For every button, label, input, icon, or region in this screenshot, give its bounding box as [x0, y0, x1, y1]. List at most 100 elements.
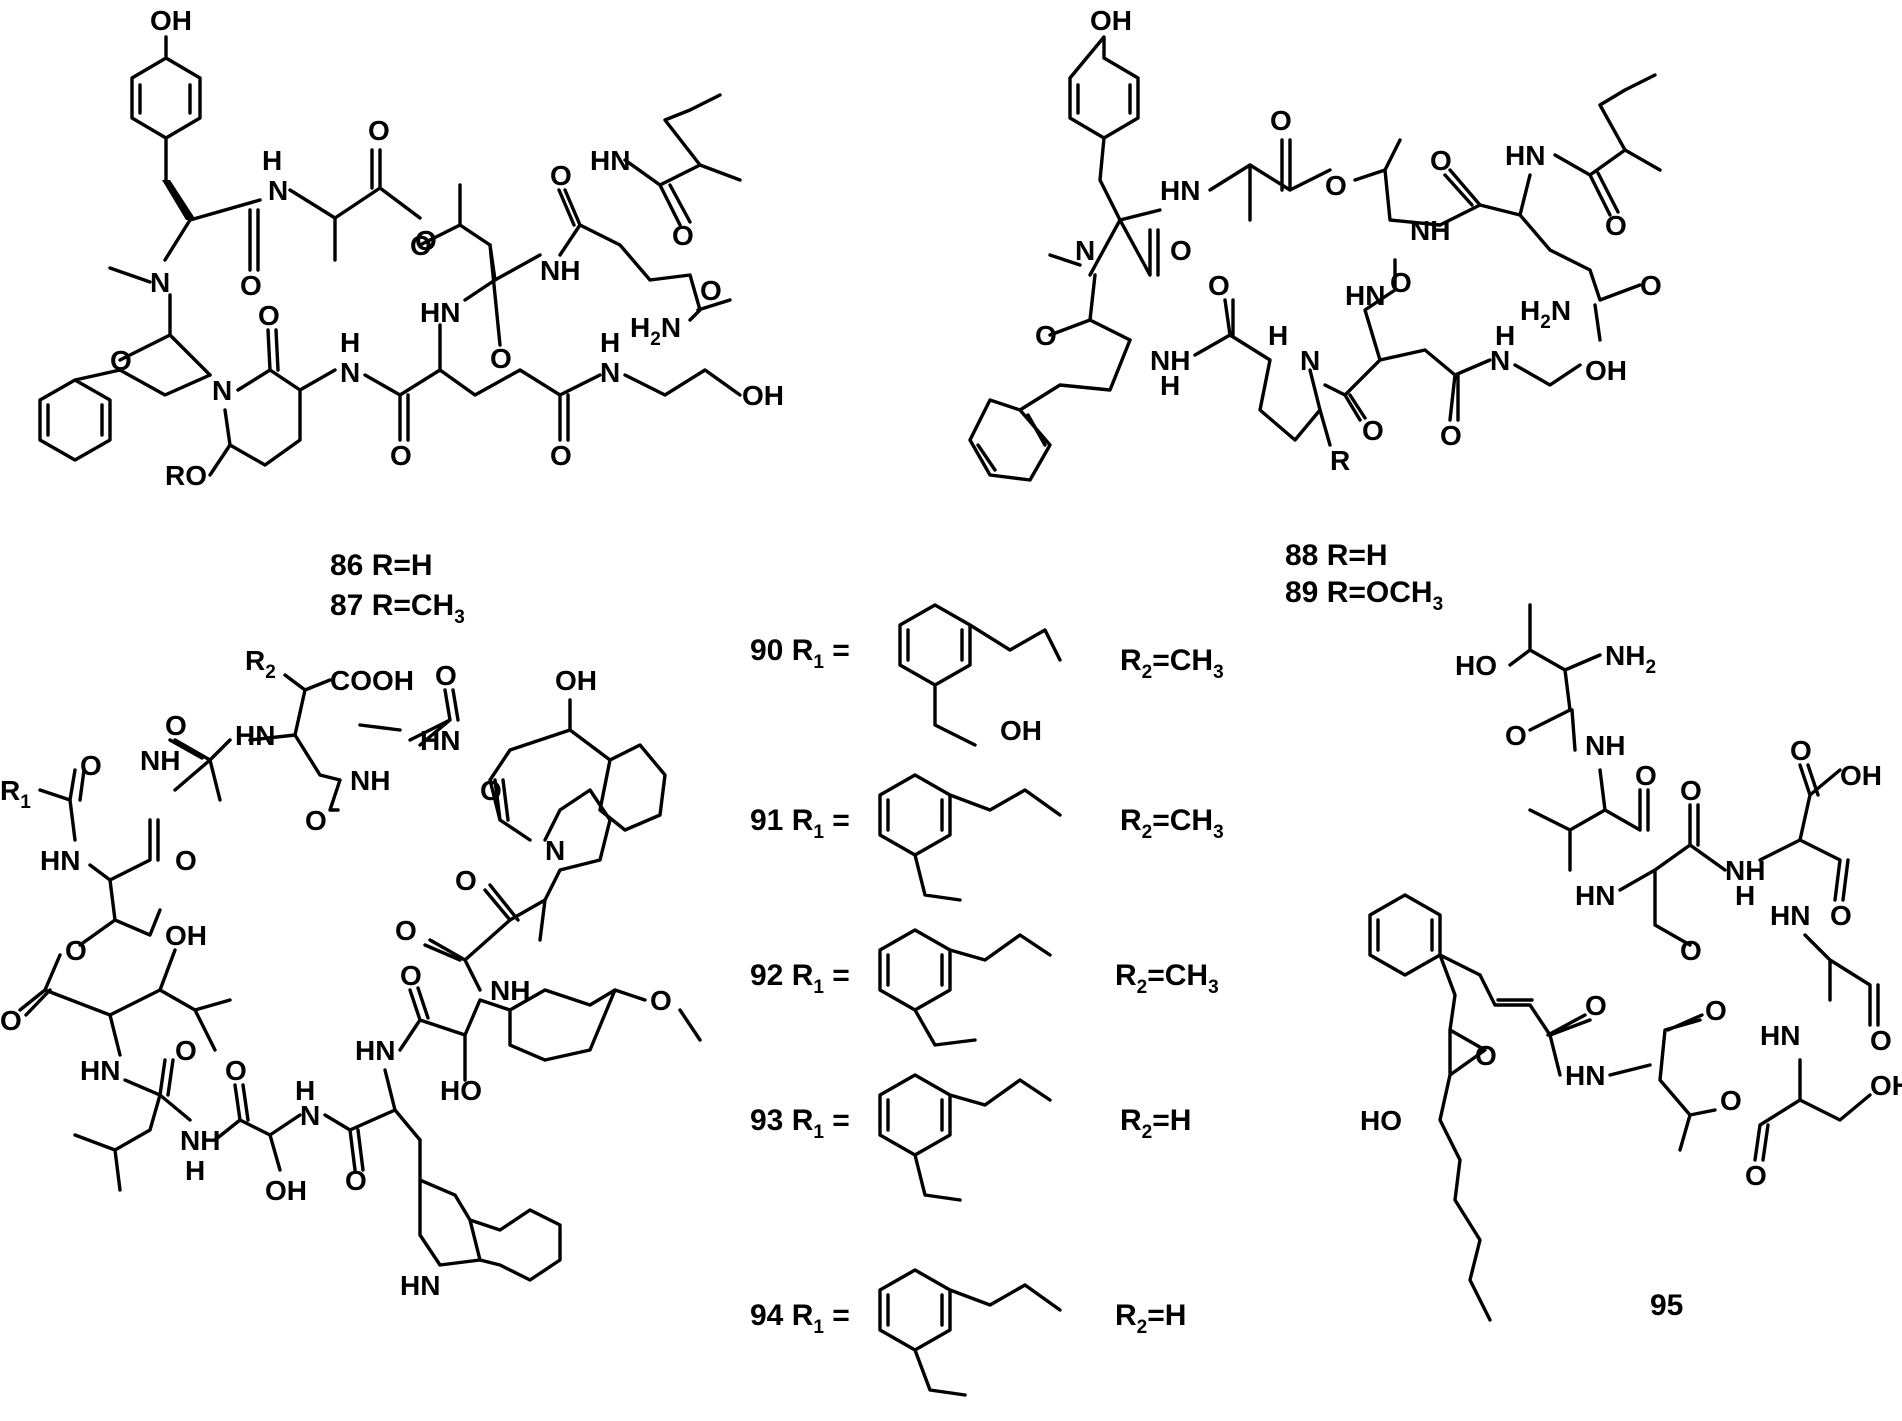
atom-o: O — [1745, 1160, 1767, 1191]
atom-o: O — [1830, 900, 1852, 931]
atom-n: N — [600, 357, 620, 388]
atom-o: O — [550, 160, 572, 191]
leucine-90 — [73, 1058, 192, 1192]
atom-o: O — [1720, 1085, 1742, 1116]
glutamine-86 — [557, 188, 732, 322]
atom-h: H — [185, 1155, 205, 1186]
atom-cooh: COOH — [330, 665, 414, 696]
backbone-88e — [1518, 173, 1532, 217]
atom-oh: OH — [555, 665, 597, 696]
tigloyl-86 — [623, 93, 742, 227]
atom-nh: NH — [140, 745, 180, 776]
atom-o: O — [165, 710, 187, 741]
label-90-r2: R2=CH3 — [1120, 644, 1224, 683]
atom-o: O — [1605, 210, 1627, 241]
atom-o: O — [1325, 170, 1347, 201]
glycine-90 — [358, 688, 460, 747]
atom-o: O — [1680, 935, 1702, 966]
backbone-88a — [1208, 138, 1332, 222]
label-95: 95 — [1650, 1289, 1683, 1322]
atom-o: O — [390, 440, 412, 471]
glycine-95 — [1803, 933, 1880, 1027]
backbone-90b — [168, 738, 232, 802]
label-88: 88 R=H — [1285, 539, 1388, 572]
label-94-r1: 94 R1 = — [750, 1299, 850, 1338]
wedge-bond-86a — [162, 180, 196, 220]
atom-n: N — [545, 835, 565, 866]
backbone-88c — [1048, 253, 1132, 342]
backbone-86a — [288, 148, 422, 220]
backbone-90e — [323, 1068, 422, 1172]
atom-hn: HN — [1505, 140, 1545, 171]
atom-oh: OH — [1870, 1070, 1902, 1101]
atom-o: O — [490, 343, 512, 374]
atom-hn: HN — [1770, 900, 1810, 931]
atom-o: O — [1362, 415, 1384, 446]
atom-h: H — [262, 145, 282, 176]
atom-o: O — [672, 220, 694, 251]
atom-h: H — [1735, 880, 1755, 911]
atom-n: N — [340, 357, 360, 388]
atom-o: O — [225, 1055, 247, 1086]
backbone-90d — [213, 1083, 302, 1172]
backbone-90f — [423, 883, 520, 992]
atom-h: H — [295, 1075, 315, 1106]
backbone-86g — [463, 243, 542, 347]
backbone-88d — [1318, 358, 1382, 447]
atom-o: O — [0, 1005, 22, 1036]
atom-hn: HN — [80, 1055, 120, 1086]
epoxide-chain-95 — [1368, 893, 1492, 1322]
atom-hn: HN — [235, 720, 275, 751]
serine-95 — [1618, 803, 1727, 947]
r1-substituent-table: 90 R1 = OH R2=CH3 91 R1 = R2=CH3 92 R1 =… — [750, 603, 1224, 1397]
atom-o: O — [1870, 1025, 1892, 1056]
atom-o: O — [175, 845, 197, 876]
atom-hn: HN — [1575, 880, 1615, 911]
atom-hn: HN — [1760, 1020, 1800, 1051]
atom-o: O — [550, 440, 572, 471]
atom-o: O — [435, 660, 457, 691]
proline-90 — [508, 788, 612, 942]
acyl-90 — [38, 768, 86, 842]
atom-o: O — [1705, 995, 1727, 1026]
leucine-95 — [1528, 768, 1650, 872]
ethanolamine-86 — [623, 368, 742, 397]
atom-o: O — [700, 275, 722, 306]
label-91-r2: R2=CH3 — [1120, 804, 1224, 843]
atom-nh: NH — [1410, 215, 1450, 246]
atom-nh2: NH2 — [1605, 640, 1656, 678]
atom-oh: OH — [742, 380, 784, 411]
atom-methoxy-o: O — [650, 985, 672, 1016]
atom-o: O — [305, 805, 327, 836]
phenylalanine-86 — [38, 368, 212, 462]
atom-o: O — [110, 345, 132, 376]
atom-o: O — [1635, 760, 1657, 791]
atom-o: O — [258, 300, 280, 331]
tigloyl-88 — [1553, 73, 1662, 217]
atom-oh: OH — [1840, 760, 1882, 791]
atom-o: O — [410, 230, 432, 261]
atom-r2: R2 — [245, 645, 276, 683]
r1-fragment-92 — [878, 928, 1052, 1047]
atom-n: N — [268, 175, 288, 206]
methoxy-tyrosine-90 — [398, 986, 617, 1082]
ester-90 — [18, 948, 197, 1017]
atom-o: O — [240, 270, 262, 301]
threonine2-95 — [1658, 1013, 1717, 1152]
proline-88 — [1193, 298, 1322, 442]
threonine-95 — [1508, 603, 1602, 752]
valine-90 — [108, 998, 232, 1057]
atom-n: N — [212, 375, 232, 406]
atom-h: H — [1160, 370, 1180, 401]
ro-bond-86 — [208, 443, 232, 477]
methoxy-90 — [613, 988, 702, 1042]
atom-h: H — [600, 327, 620, 358]
structure-90-94: R2 COOH HN NH O O NH R1 O HN O O OH O HN… — [0, 645, 702, 1301]
label-93-r2: R2=H — [1120, 1104, 1191, 1143]
atom-hn: HN — [420, 297, 460, 328]
atom-ho: HO — [440, 1075, 482, 1106]
atom-o: O — [455, 865, 477, 896]
atom-nh: NH — [1585, 730, 1625, 761]
atom-o: O — [65, 935, 87, 966]
